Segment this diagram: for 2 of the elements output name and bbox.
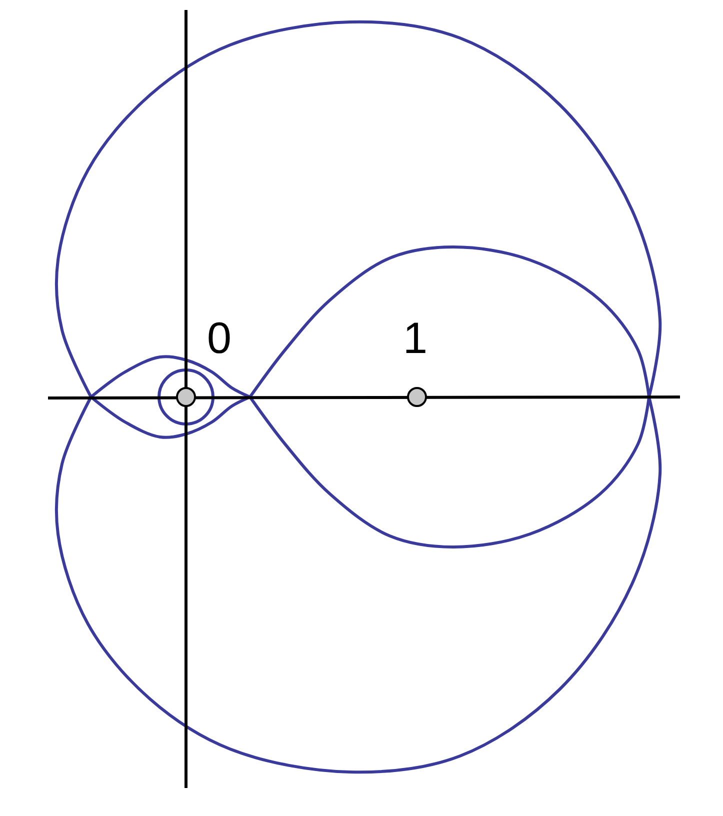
point-label: 0	[207, 317, 232, 361]
point-label: 1	[403, 317, 428, 361]
